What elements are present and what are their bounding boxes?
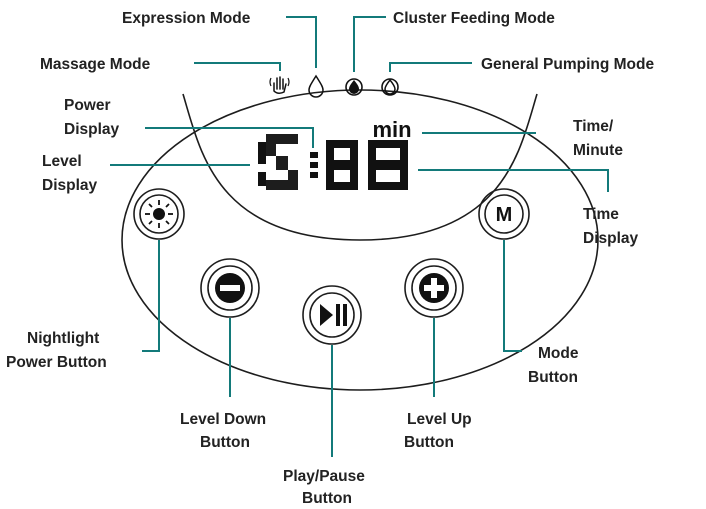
play-pause-icon: [320, 304, 347, 326]
label-level-up-button-line1: Level Up: [407, 411, 472, 428]
sun-icon: [145, 200, 173, 228]
mode-button[interactable]: M: [478, 188, 530, 240]
filled-drop-icon: [345, 78, 363, 96]
label-play-pause-button-line2: Button: [302, 490, 352, 507]
play-pause-button[interactable]: [302, 285, 362, 345]
leader-time-display: [418, 169, 609, 192]
label-time-display-line1: Time: [583, 206, 619, 223]
label-level-display-line1: Level: [42, 153, 82, 170]
label-time-minute-line1: Time/: [573, 118, 614, 135]
leader-power-display: [145, 127, 314, 148]
plus-icon: [419, 273, 449, 303]
nightlight-power-button[interactable]: [133, 188, 185, 240]
minute-unit: min: [372, 117, 411, 142]
leader-nightlight-power-button: [142, 240, 160, 352]
level-up-button[interactable]: [404, 258, 464, 318]
time-digit-ones: [368, 140, 408, 190]
level-down-button[interactable]: [200, 258, 260, 318]
leader-general-pumping-mode: [389, 62, 472, 72]
drop-in-circle-icon: [381, 78, 399, 96]
label-power-display-line2: Display: [64, 121, 120, 138]
leader-expression-mode: [286, 16, 317, 68]
label-expression-mode: Expression Mode: [122, 10, 251, 27]
label-power-display-line1: Power: [64, 97, 111, 114]
label-level-display-line2: Display: [42, 177, 98, 194]
level-digit: [258, 134, 298, 190]
label-level-up-button-line2: Button: [404, 434, 454, 451]
label-time-display-line2: Display: [583, 230, 639, 247]
label-mode-button-line1: Mode: [538, 345, 579, 362]
hand-icon: [269, 76, 290, 95]
mode-key-letter: M: [496, 204, 513, 226]
minus-icon: [215, 273, 245, 303]
label-time-minute-line2: Minute: [573, 142, 623, 159]
time-digit-tens: [326, 140, 358, 190]
label-massage-mode: Massage Mode: [40, 56, 151, 73]
panel-outline: [121, 89, 599, 391]
drop-outline-icon: [308, 74, 324, 98]
label-general-pumping-mode: General Pumping Mode: [481, 56, 654, 73]
label-play-pause-button-line1: Play/Pause: [283, 468, 365, 485]
leader-mode-button: [503, 240, 522, 352]
label-nightlight-power-button-line2: Power Button: [6, 354, 107, 371]
label-mode-button-line2: Button: [528, 369, 578, 386]
label-nightlight-power-button-line1: Nightlight: [27, 330, 99, 347]
leader-cluster-feeding-mode: [353, 16, 386, 72]
leader-massage-mode: [194, 62, 281, 71]
power-indicator: [310, 152, 318, 178]
label-cluster-feeding-mode: Cluster Feeding Mode: [393, 10, 555, 27]
display-window-outline: [182, 93, 538, 241]
label-level-down-button-line2: Button: [200, 434, 250, 451]
label-level-down-button-line1: Level Down: [180, 411, 266, 428]
